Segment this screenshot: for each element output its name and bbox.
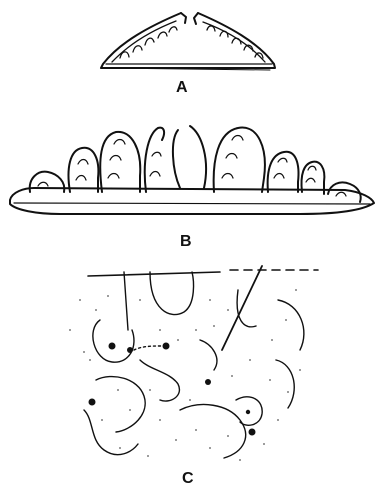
panel-label-a: A [176, 80, 188, 96]
panel-a-drawing [101, 13, 275, 70]
panel-label-b: B [180, 234, 192, 250]
panel-b-drawing [10, 126, 374, 214]
panel-c-drawing [69, 266, 318, 461]
panel-label-c: C [182, 471, 194, 487]
